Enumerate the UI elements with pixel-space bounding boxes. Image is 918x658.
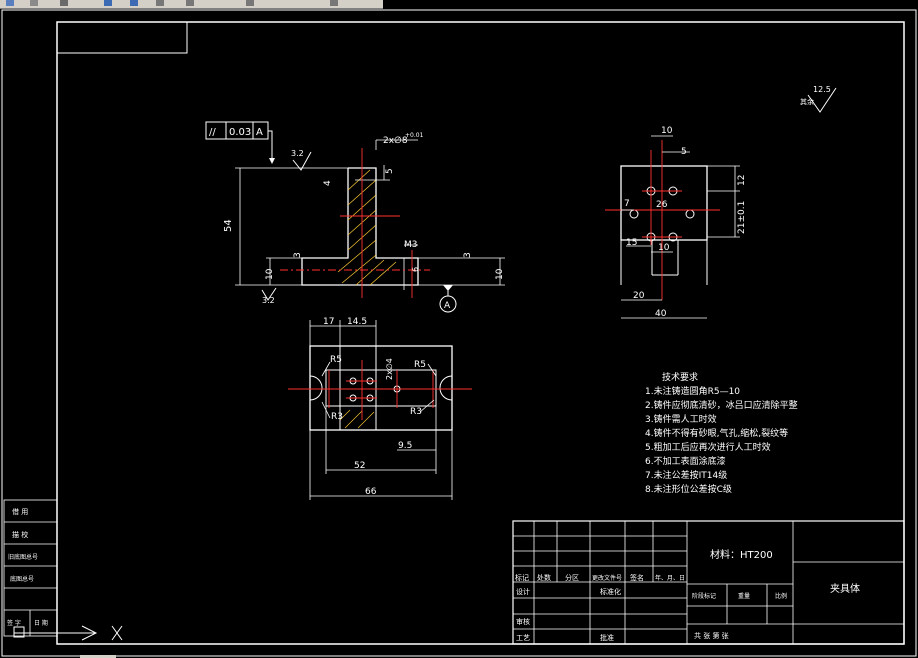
svg-text:2x∅8: 2x∅8 xyxy=(383,136,408,146)
toolbar xyxy=(0,0,383,9)
svg-text:R3: R3 xyxy=(410,407,422,417)
svg-text:12.5: 12.5 xyxy=(813,85,831,94)
layout-tab[interactable] xyxy=(80,655,116,658)
svg-text:3.2: 3.2 xyxy=(291,149,304,158)
svg-text:R5: R5 xyxy=(330,355,342,365)
svg-text:借 用: 借 用 xyxy=(12,507,28,516)
svg-text:R5: R5 xyxy=(414,360,426,370)
tech-item: 2.铸件应彻底清砂，冰吕口应清除平整 xyxy=(645,399,798,411)
roughness-corner: 12.5 其余 xyxy=(800,85,837,113)
svg-text:0.03: 0.03 xyxy=(229,127,251,138)
svg-text:分区: 分区 xyxy=(565,573,579,582)
svg-text:26: 26 xyxy=(656,200,668,210)
tech-item: 3.铸件需人工时效 xyxy=(645,413,717,425)
svg-text:4: 4 xyxy=(323,180,333,186)
svg-text:3: 3 xyxy=(293,252,303,258)
svg-text:处数: 处数 xyxy=(537,573,551,582)
svg-text:15: 15 xyxy=(626,238,637,248)
print-icon[interactable] xyxy=(60,0,68,6)
svg-text:工艺: 工艺 xyxy=(516,634,530,642)
svg-text:54: 54 xyxy=(223,219,234,232)
tech-title: 技术要求 xyxy=(662,371,698,383)
svg-text:3: 3 xyxy=(463,252,473,258)
svg-text:描 校: 描 校 xyxy=(12,530,28,539)
tech-item: 5.粗加工后应再次进行人工时效 xyxy=(645,441,771,453)
drawing-canvas[interactable]: 12.5 其余 // 0.03 A 3.2 xyxy=(0,8,918,658)
svg-text://: // xyxy=(209,127,216,138)
svg-text:20: 20 xyxy=(633,291,645,301)
svg-text:52: 52 xyxy=(354,461,365,471)
svg-text:10: 10 xyxy=(661,126,673,136)
svg-text:12: 12 xyxy=(737,175,747,186)
svg-text:5: 5 xyxy=(385,168,395,174)
svg-text:批准: 批准 xyxy=(600,633,614,642)
svg-text:17: 17 xyxy=(323,317,334,327)
part-name: 夹具体 xyxy=(830,582,860,595)
outer-border xyxy=(1,9,917,657)
svg-text:签 字: 签 字 xyxy=(7,619,21,627)
svg-text:10: 10 xyxy=(265,268,275,280)
svg-text:其余: 其余 xyxy=(800,97,814,106)
svg-text:3.2: 3.2 xyxy=(262,296,275,305)
tech-item: 6.不加工表面涂底漆 xyxy=(645,455,726,467)
title-block xyxy=(512,520,905,645)
svg-text:共 张 第 张: 共 张 第 张 xyxy=(694,631,729,640)
svg-text:签名: 签名 xyxy=(630,573,644,582)
svg-text:R3: R3 xyxy=(331,412,343,422)
svg-text:2x∅4: 2x∅4 xyxy=(385,358,394,380)
svg-text:比例: 比例 xyxy=(775,592,787,600)
svg-text:6: 6 xyxy=(411,267,420,272)
open-icon[interactable] xyxy=(6,0,14,6)
svg-text:9.5: 9.5 xyxy=(398,441,412,451)
save-icon[interactable] xyxy=(30,0,38,6)
svg-text:14.5: 14.5 xyxy=(347,317,367,327)
side-block-text: 借 用 描 校 旧底图总号 底图总号 签 字 日 期 xyxy=(7,507,48,627)
side-block xyxy=(3,499,58,637)
redo-icon[interactable] xyxy=(130,0,138,6)
title-block-text: 材料：HT200 夹具体 标记 处数 分区 更改文件号 签名 年、月、日 设计 … xyxy=(515,548,860,642)
svg-text:年、月、日: 年、月、日 xyxy=(655,574,685,582)
top-view: 17 14.5 R5 R5 R3 R3 2x∅4 9.5 52 66 xyxy=(288,317,472,500)
svg-text:设计: 设计 xyxy=(516,587,530,596)
reverse-title-box xyxy=(56,21,188,54)
front-view: // 0.03 A 3.2 xyxy=(205,121,505,313)
properties-icon[interactable] xyxy=(246,0,254,6)
svg-text:M3: M3 xyxy=(404,240,418,250)
svg-text:10: 10 xyxy=(495,268,505,280)
svg-text:标准化: 标准化 xyxy=(600,587,621,596)
parallelism-frame: // 0.03 A xyxy=(205,121,275,164)
inner-border xyxy=(56,21,905,645)
svg-text:66: 66 xyxy=(365,487,377,497)
side-view: 10 5 12 26 7 21±0.1 15 10 20 40 xyxy=(605,126,747,319)
ucs-icon xyxy=(13,625,123,641)
svg-text:重量: 重量 xyxy=(738,592,750,600)
tech-item: 7.未注公差按IT14级 xyxy=(645,469,727,481)
tech-item: 8.未注形位公差按C级 xyxy=(645,483,732,495)
layer-icon[interactable] xyxy=(330,0,338,6)
svg-text:审核: 审核 xyxy=(516,617,530,626)
svg-text:40: 40 xyxy=(655,309,667,319)
tech-item: 4.铸件不得有砂眼,气孔,缩松,裂纹等 xyxy=(645,427,788,439)
svg-text:日 期: 日 期 xyxy=(34,619,48,627)
svg-text:阶段标记: 阶段标记 xyxy=(692,592,716,600)
tech-item: 1.未注铸造圆角R5—10 xyxy=(645,385,740,397)
svg-text:更改文件号: 更改文件号 xyxy=(592,574,622,582)
svg-text:7: 7 xyxy=(624,199,630,209)
zoom-icon[interactable] xyxy=(156,0,164,6)
undo-icon[interactable] xyxy=(104,0,112,6)
svg-text:+0.01: +0.01 xyxy=(405,132,424,139)
svg-text:A: A xyxy=(444,301,451,311)
svg-text:10: 10 xyxy=(658,243,670,253)
svg-text:21±0.1: 21±0.1 xyxy=(737,201,747,234)
tech-requirements: 技术要求 1.未注铸造圆角R5—10 2.铸件应彻底清砂，冰吕口应清除平整 3.… xyxy=(645,371,798,495)
svg-text:标记: 标记 xyxy=(515,573,529,582)
svg-text:A: A xyxy=(256,127,263,138)
svg-text:旧底图总号: 旧底图总号 xyxy=(8,553,38,561)
material-label: 材料：HT200 xyxy=(710,548,773,561)
svg-text:5: 5 xyxy=(681,147,687,157)
pan-icon[interactable] xyxy=(186,0,194,6)
svg-text:底图总号: 底图总号 xyxy=(10,575,34,583)
